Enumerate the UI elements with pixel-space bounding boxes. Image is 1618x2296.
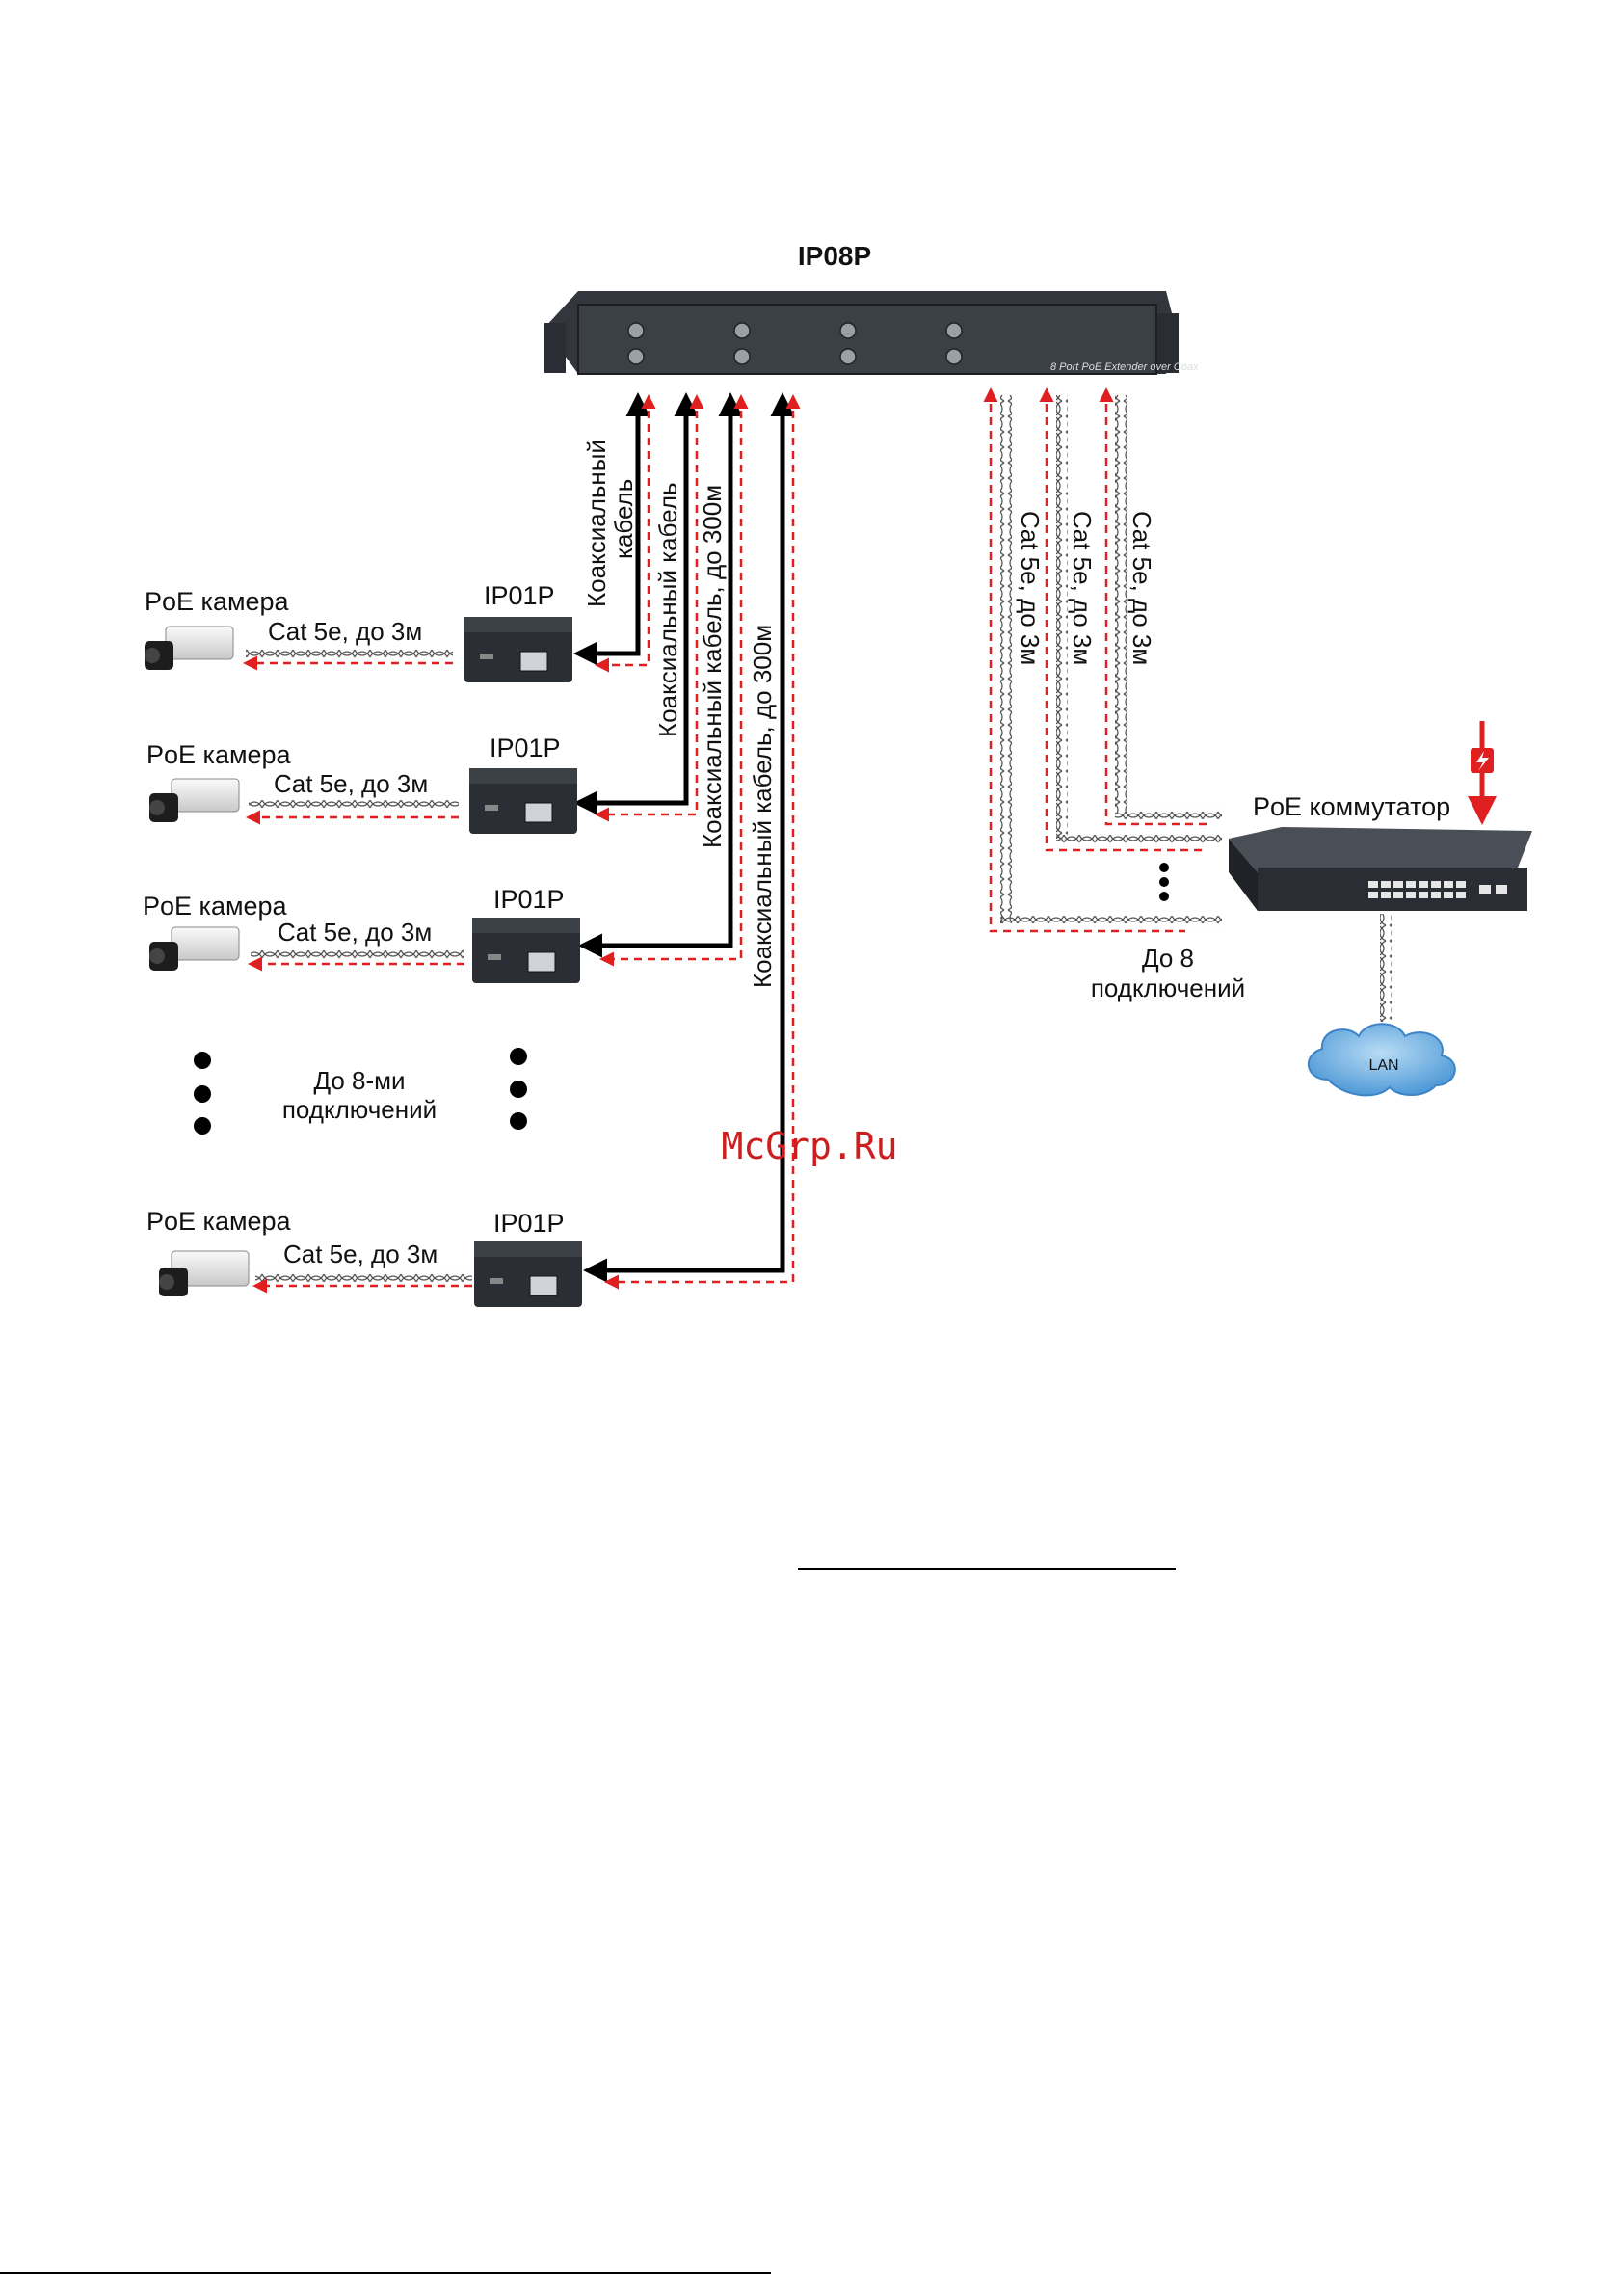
up-to-8-switch-line2: подключений [1091, 974, 1245, 1002]
receiver-icon [469, 768, 577, 834]
power-bolt-icon [1468, 721, 1497, 825]
camera-row-2: PoE камера IP01P Cat 5e, до 3м [146, 734, 577, 834]
camera-label: PoE камера [145, 587, 290, 616]
coax-label-4: Коаксиальный кабель, до 300м [748, 625, 777, 988]
cat5e-links-right [983, 387, 1222, 933]
hub-title: IP08P [798, 241, 871, 271]
ellipsis-dots-right [510, 1048, 527, 1130]
camera-row-1: PoE камера IP01P Cat 5e, до 3м [145, 581, 572, 682]
camera-label: PoE камера [146, 740, 292, 769]
watermark: McGrp.Ru [721, 1125, 897, 1167]
lan-cable [1380, 914, 1392, 1022]
cat-vertical-label-2: Cat 5e, до 3м [1068, 511, 1097, 665]
receiver-icon [472, 918, 580, 983]
cloud-icon [1307, 1023, 1456, 1097]
camera-row-3: PoE камера IP01P Cat 5e, до 3м [143, 885, 580, 983]
hub-front-text: 8 Port PoE Extender over Coax [1050, 361, 1199, 373]
cat-vertical-label-1: Cat 5e, до 3м [1016, 511, 1045, 665]
lan-label: LAN [1368, 1057, 1398, 1074]
receiver-label: IP01P [493, 885, 565, 914]
coax-label-1a: Коаксиальный [582, 440, 611, 607]
ellipsis-dots-left [194, 1052, 211, 1135]
cat-label: Cat 5e, до 3м [268, 617, 422, 646]
ip-camera-icon [149, 778, 240, 822]
up-to-8-switch-line1: До 8 [1142, 944, 1194, 973]
cat-label: Cat 5e, до 3м [283, 1240, 438, 1268]
receiver-icon [474, 1241, 582, 1307]
ip-camera-icon [145, 626, 234, 670]
ip-camera-icon [159, 1250, 250, 1296]
hub-icon [544, 291, 1179, 375]
cat-label: Cat 5e, до 3м [274, 769, 428, 798]
camera-label: PoE камера [146, 1207, 292, 1236]
receiver-icon [464, 617, 572, 682]
coax-label-1b: кабель [609, 479, 638, 559]
up-to-8-cams-line2: подключений [282, 1095, 437, 1124]
receiver-label: IP01P [493, 1209, 565, 1238]
switch-icon [1229, 827, 1532, 911]
coax-label-3: Коаксиальный кабель, до 300м [698, 485, 727, 848]
camera-label: PoE камера [143, 892, 288, 921]
coax-label-2: Коаксиальный кабель [653, 482, 682, 737]
up-to-8-cams-line1: До 8-ми [313, 1066, 405, 1095]
cat-label: Cat 5e, до 3м [278, 918, 432, 947]
receiver-label: IP01P [490, 734, 561, 762]
ellipsis-dots-switch [1159, 863, 1169, 901]
camera-row-4: PoE камера IP01P Cat 5e, до 3м [146, 1207, 582, 1307]
switch-label: PoE коммутатор [1253, 792, 1450, 821]
cat-vertical-label-3: Cat 5e, до 3м [1127, 511, 1156, 665]
receiver-label: IP01P [484, 581, 555, 610]
coax-links [573, 392, 801, 1290]
ip-camera-icon [149, 926, 240, 971]
